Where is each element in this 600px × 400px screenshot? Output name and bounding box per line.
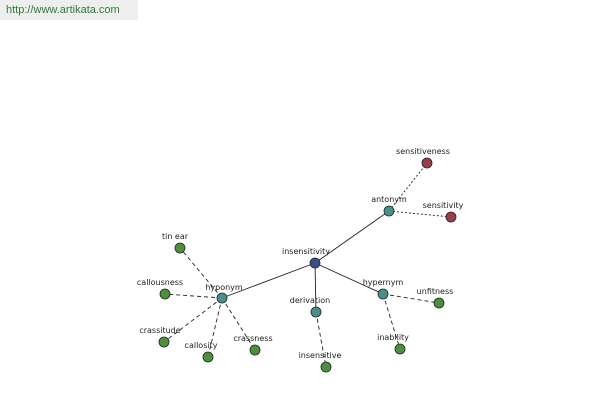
node-word-callousness-dot[interactable]: [159, 288, 171, 300]
node-relation-derivation-dot[interactable]: [310, 306, 322, 318]
node-word-unfitness-dot[interactable]: [433, 297, 445, 309]
site-url[interactable]: http://www.artikata.com: [6, 4, 120, 16]
edges: [163, 162, 452, 368]
edge-center-hypernym: [314, 262, 384, 295]
node-relation-hyponym-dot[interactable]: [216, 292, 228, 304]
node-relation-antonym[interactable]: antonym: [371, 195, 407, 217]
node-relation-hyponym[interactable]: hyponym: [205, 283, 243, 304]
node-word-crassitude-dot[interactable]: [158, 336, 170, 348]
url-banner[interactable]: http://www.artikata.com: [0, 0, 138, 20]
node-word-inability[interactable]: inability: [377, 333, 409, 355]
node-relation-hypernym-label: hypernym: [363, 278, 404, 287]
node-word-tin-ear-dot[interactable]: [174, 242, 186, 254]
edge-hyponym-callosity: [207, 297, 223, 358]
edge-hyponym-crassitude: [163, 297, 223, 343]
node-word-inability-label: inability: [377, 333, 409, 342]
node-word-callousness-label: callousness: [137, 278, 183, 287]
node-center[interactable]: insensitivity: [282, 247, 330, 269]
edge-antonym-sensitivity: [388, 210, 452, 218]
node-relation-hypernym-dot[interactable]: [377, 288, 389, 300]
node-word-unfitness-label: unfitness: [417, 287, 454, 296]
edge-center-antonym: [314, 210, 390, 264]
node-word-insensitive-dot[interactable]: [320, 361, 332, 373]
node-word-crassness[interactable]: crassness: [233, 334, 273, 356]
node-relation-derivation[interactable]: derivation: [290, 296, 330, 318]
node-word-sensitiveness[interactable]: sensitiveness: [396, 147, 450, 169]
node-word-callosity-dot[interactable]: [202, 351, 214, 363]
node-center-dot[interactable]: [309, 257, 321, 269]
node-word-crassitude-label: crassitude: [139, 326, 180, 335]
node-word-insensitive[interactable]: insensitive: [299, 351, 342, 373]
node-relation-antonym-label: antonym: [371, 195, 407, 204]
edge-hyponym-tin-ear: [179, 247, 223, 299]
node-word-sensitivity[interactable]: sensitivity: [423, 201, 464, 223]
node-word-callousness[interactable]: callousness: [137, 278, 183, 300]
nodes: insensitivity antonym hyponym derivation hyp…: [137, 147, 464, 373]
node-word-sensitiveness-dot[interactable]: [421, 157, 433, 169]
node-relation-antonym-dot[interactable]: [383, 205, 395, 217]
node-word-sensitiveness-label: sensitiveness: [396, 147, 450, 156]
node-word-insensitive-label: insensitive: [299, 351, 342, 360]
node-relation-hyponym-label: hyponym: [205, 283, 243, 292]
edge-hypernym-inability: [382, 293, 401, 350]
edge-hypernym-unfitness: [382, 293, 440, 304]
node-relation-hypernym[interactable]: hypernym: [363, 278, 404, 300]
node-word-crassness-label: crassness: [233, 334, 272, 343]
edge-hyponym-callousness: [164, 293, 223, 299]
node-word-crassness-dot[interactable]: [249, 344, 261, 356]
node-word-sensitivity-label: sensitivity: [423, 201, 464, 210]
node-word-callosity-label: callosity: [185, 341, 218, 350]
node-word-unfitness[interactable]: unfitness: [417, 287, 454, 309]
node-center-label: insensitivity: [282, 247, 330, 256]
node-word-crassitude[interactable]: crassitude: [139, 326, 181, 348]
node-word-callosity[interactable]: callosity: [185, 341, 218, 363]
node-word-tin-ear[interactable]: tin ear: [162, 232, 189, 254]
node-relation-derivation-label: derivation: [290, 296, 330, 305]
edge-center-derivation: [314, 262, 317, 313]
node-word-tin-ear-label: tin ear: [162, 232, 189, 241]
edge-derivation-insensitive: [315, 311, 327, 368]
edge-hyponym-crassness: [221, 297, 256, 351]
node-word-inability-dot[interactable]: [394, 343, 406, 355]
edge-center-hyponym: [221, 262, 316, 299]
node-word-sensitivity-dot[interactable]: [445, 211, 457, 223]
